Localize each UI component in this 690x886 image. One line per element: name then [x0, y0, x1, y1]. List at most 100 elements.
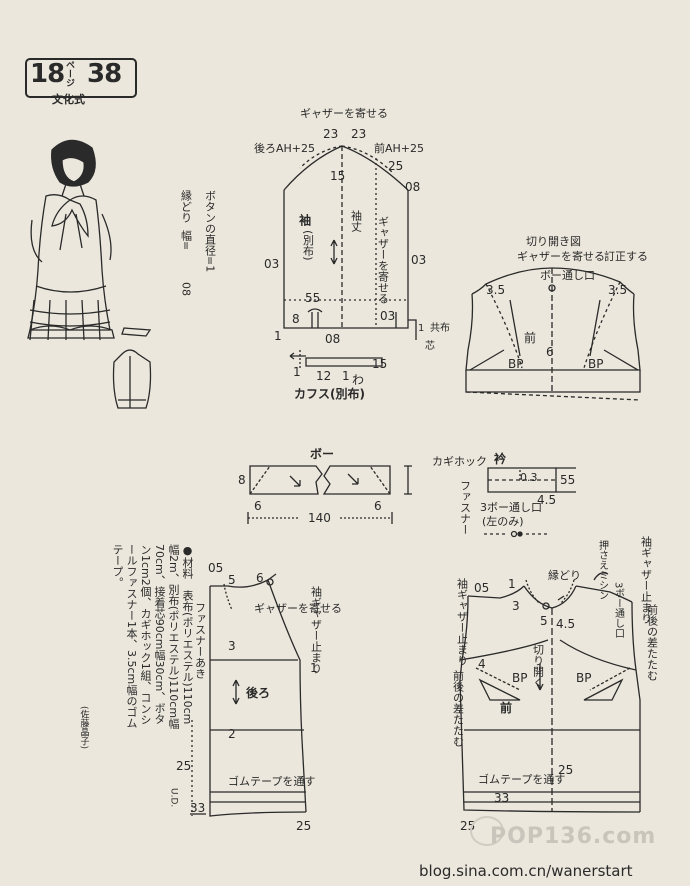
front-33: 33: [494, 791, 510, 805]
sleeve-pattern: [283, 145, 417, 370]
front-bow-pass-label: 3ボー通し口: [612, 582, 624, 639]
sleeve-08-top: 08: [405, 180, 421, 194]
sleeve-03-right: 03: [411, 253, 427, 267]
slash-bp-left: BP: [508, 357, 524, 371]
back-05: 05: [208, 561, 224, 575]
page-number-box: 18 ページ 38: [25, 58, 137, 98]
back-3: 3: [228, 639, 236, 653]
bow-6-right: 6: [374, 499, 382, 513]
button-size-note: ボタンの直径=1: [203, 190, 217, 273]
sleeve-03-left: 03: [264, 257, 280, 271]
back-title: 後ろ: [246, 686, 271, 700]
sleeve-kata-label: 芯: [422, 340, 434, 350]
front-sleeve-gather-left: 袖ギャザー止まり: [455, 578, 469, 666]
sleeve-1-left: 1: [274, 329, 282, 343]
collar-fastener-label: ファスナー: [458, 480, 472, 535]
bow-6-left: 6: [254, 499, 262, 513]
front-4: 4: [478, 657, 486, 671]
bow-pattern: [247, 465, 412, 524]
back-1: 1: [310, 661, 318, 675]
cuff-label: カフス(別布): [294, 387, 365, 401]
back-sleeve-gather-label: 袖ギャザー止まり: [309, 586, 323, 674]
front-elastic-label: ゴムテープを通す: [478, 773, 566, 786]
sleeve-gather-top-label: ギャザーを寄せる: [300, 107, 388, 120]
back-5: 5: [228, 573, 236, 587]
cuff-15: 15: [372, 357, 388, 371]
bow-title: ボー: [310, 447, 335, 461]
front-3: 3: [512, 599, 520, 613]
front-1: 1: [508, 577, 516, 591]
slash-bp-right: BP: [588, 357, 604, 371]
collar-title: 衿: [494, 452, 507, 466]
collar-left-only-label: (左のみ): [482, 515, 524, 528]
binding-width-value: 08: [179, 282, 193, 296]
back-2: 2: [228, 727, 236, 741]
pattern-system-label: 文化式: [52, 93, 85, 106]
sleeve-gather-side-label: ギャザーを寄せる: [376, 216, 390, 304]
back-33: 33: [190, 801, 206, 815]
bow-140: 140: [308, 511, 331, 525]
front-bp-left: BP: [512, 671, 528, 685]
sleeve-15: 15: [330, 169, 346, 183]
front-sleeve-gather-right: 袖ギャザー止まり: [639, 536, 653, 624]
back-ud-mark: U.D.: [168, 788, 179, 808]
sleeve-length-label: 袖丈: [349, 210, 363, 232]
collar-hook-label: カギホック: [432, 455, 487, 468]
front-05: 05: [474, 581, 490, 595]
binding-label: 縁どり: [179, 190, 193, 223]
sleeve-left-23: 23: [323, 127, 339, 141]
slash-title: 切り開き図: [526, 235, 581, 248]
cuff-12: 12: [316, 369, 332, 383]
watermark-brand: POP136.com: [490, 824, 657, 849]
bow-8: 8: [238, 473, 246, 487]
slash-6: 6: [546, 345, 554, 359]
back-bodice-pattern: [190, 573, 307, 817]
back-6: 6: [256, 571, 264, 585]
front-tuck-right-label: 前後の差たたむ: [645, 604, 659, 681]
materials-author: (佐藤晶子): [78, 706, 89, 750]
front-bodice-pattern: [459, 572, 641, 813]
slash-correct-label: 訂正する: [604, 250, 648, 263]
slash-35-left: 3.5: [486, 283, 506, 297]
slash-diagram: [465, 267, 641, 401]
front-25: 25: [558, 763, 574, 777]
cuff-1a: 1: [293, 365, 301, 379]
sleeve-back-ah-label: 後ろAH+25: [254, 142, 316, 155]
collar-45: 4.5: [537, 493, 557, 507]
pattern-number: 38: [87, 59, 122, 89]
sleeve-right-23: 23: [351, 127, 367, 141]
footer-url: blog.sina.com.cn/wanerstart: [419, 862, 633, 880]
binding-width-label: 幅=: [179, 230, 193, 251]
front-5: 5: [540, 614, 548, 628]
collar-03: 0.3: [520, 471, 538, 484]
sleeve-ichi: 1: [418, 323, 425, 334]
page-number: 18: [30, 59, 65, 89]
watermark-logo-icon: [470, 816, 504, 846]
back-opening-label: ファスナーあき: [193, 602, 207, 679]
sleeve-title: 袖: [297, 214, 312, 226]
page-kana: ページ: [64, 60, 74, 87]
cuff-wa: わ: [352, 373, 365, 387]
sleeve-cloth-side-label: 共布: [430, 323, 450, 334]
fashion-illustration: [27, 139, 152, 409]
sleeve-03-bottom: 03: [380, 309, 396, 323]
slash-35-right: 3.5: [608, 283, 628, 297]
collar-55: 55: [560, 473, 576, 487]
sleeve-front-ah-label: 前AH+25: [374, 142, 425, 155]
front-binding-label: 縁どり: [548, 569, 581, 582]
back-25: 25: [176, 759, 192, 773]
sleeve-25: 25: [388, 159, 404, 173]
front-45: 4.5: [556, 617, 576, 631]
front-tuck-left-label: 前後の差たたむ: [451, 670, 465, 747]
slash-bow-pass-label: ボー通し口: [540, 269, 595, 282]
front-presser-label: 押さえミシン: [596, 540, 608, 600]
sleeve-08-bottom: 08: [325, 332, 341, 346]
front-slash-label: 切り開く: [531, 644, 545, 688]
collar-pattern: [484, 467, 576, 538]
materials-note: ●材料 表布(ポリエステル)110cm幅2m、別布(ポリエステル)110cm幅7…: [111, 544, 194, 730]
front-bp-right: BP: [576, 671, 592, 685]
back-25b: 25: [296, 819, 312, 833]
sleeve-8: 8: [292, 312, 300, 326]
cuff-1b: 1: [342, 369, 350, 383]
